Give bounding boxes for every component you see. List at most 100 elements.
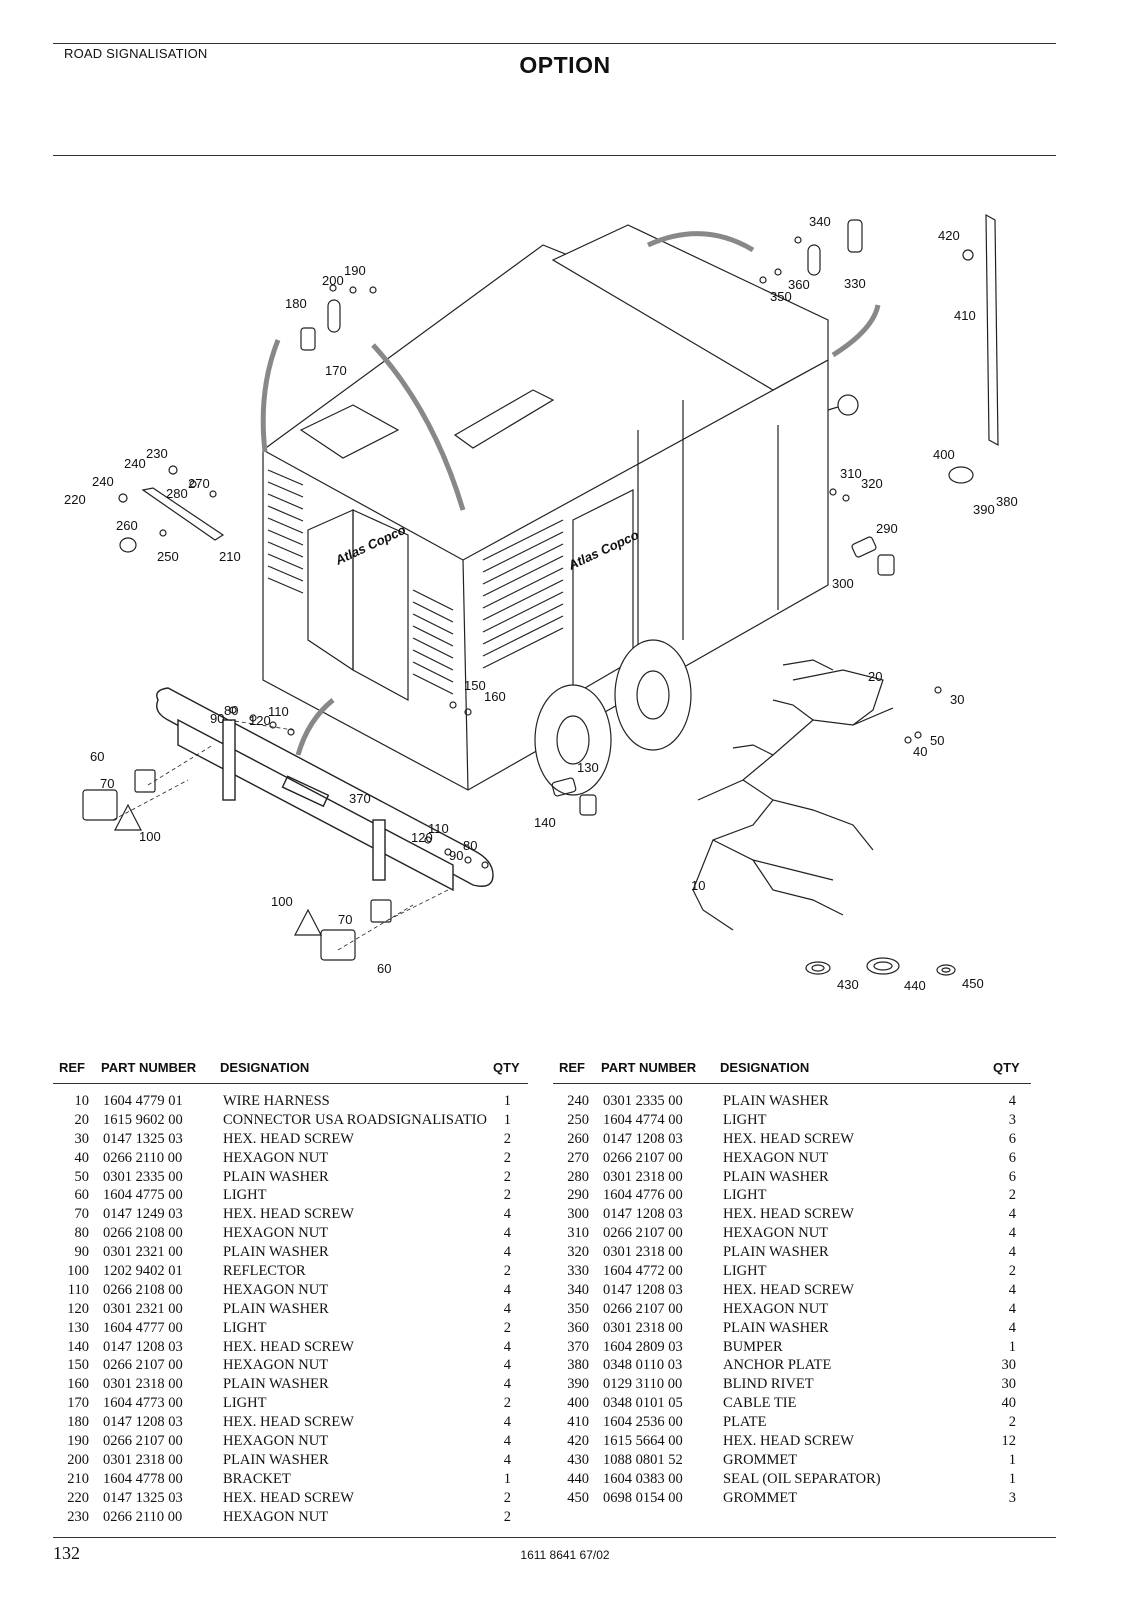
designation-cell: ANCHOR PLATE — [723, 1357, 832, 1374]
ref-cell: 100 — [67, 1263, 89, 1280]
designation-cell: REFLECTOR — [223, 1263, 306, 1280]
callout-30: 30 — [950, 692, 964, 707]
qty-cell: 6 — [1008, 1168, 1016, 1185]
part-number-cell: 0698 0154 00 — [603, 1489, 683, 1506]
qty-cell: 4 — [503, 1281, 511, 1298]
qty-cell: 1 — [503, 1470, 511, 1487]
callout-60b: 60 — [377, 961, 391, 976]
page-title: OPTION — [519, 52, 611, 78]
ref-cell: 290 — [567, 1187, 589, 1204]
designation-cell: BUMPER — [723, 1338, 783, 1355]
designation-cell: HEX. HEAD SCREW — [223, 1489, 354, 1506]
bracket-210 — [141, 487, 225, 541]
ref-cell: 130 — [67, 1319, 89, 1336]
designation-cell: HEXAGON NUT — [723, 1149, 829, 1166]
ref-cell: 230 — [67, 1508, 89, 1525]
qty-cell: 4 — [503, 1225, 511, 1242]
part-number-cell: 0301 2321 00 — [103, 1244, 183, 1261]
designation-cell: SEAL (OIL SEPARATOR) — [723, 1470, 881, 1487]
designation-cell: PLAIN WASHER — [223, 1300, 329, 1317]
qty-cell: 12 — [1001, 1433, 1017, 1450]
callout-220: 220 — [64, 492, 86, 507]
designation-cell: HEX. HEAD SCREW — [723, 1433, 854, 1450]
ref-cell: 340 — [567, 1281, 589, 1298]
callout-70: 70 — [100, 776, 114, 791]
ref-cell: 250 — [567, 1111, 589, 1128]
qty-cell: 4 — [503, 1414, 511, 1431]
designation-cell: HEX. HEAD SCREW — [223, 1130, 354, 1147]
ref-cell: 430 — [567, 1451, 589, 1468]
part-number-cell: 0147 1208 03 — [603, 1281, 683, 1298]
qty-cell: 4 — [503, 1451, 511, 1468]
ref-cell: 120 — [67, 1300, 89, 1317]
part-number-cell: 1615 9602 00 — [103, 1111, 183, 1128]
callout-20: 20 — [868, 669, 882, 684]
page-number: 132 — [53, 1543, 80, 1563]
part-number-cell: 1604 4779 01 — [103, 1093, 183, 1109]
callout-80: 80 — [224, 703, 238, 718]
qty-cell: 3 — [1008, 1111, 1016, 1128]
col-qty-header: QTY — [993, 1060, 1020, 1075]
part-number-cell: 1615 5664 00 — [603, 1433, 683, 1450]
part-number-cell: 0266 2107 00 — [103, 1357, 183, 1374]
wire-harness — [692, 659, 894, 931]
section-heading: ROAD SIGNALISATION — [64, 46, 208, 61]
ref-cell: 330 — [567, 1263, 589, 1280]
callout-400: 400 — [933, 447, 955, 462]
qty-cell: 4 — [503, 1206, 511, 1223]
part-number-cell: 0147 1249 03 — [103, 1206, 183, 1223]
part-number-cell: 0147 1208 03 — [603, 1206, 683, 1223]
qty-cell: 4 — [1008, 1300, 1016, 1317]
qty-cell: 2 — [503, 1168, 511, 1185]
callout-190: 190 — [344, 263, 366, 278]
part-number-cell: 0301 2318 00 — [603, 1319, 683, 1336]
designation-cell: HEXAGON NUT — [223, 1508, 329, 1525]
part-number-cell: 0266 2110 00 — [103, 1149, 183, 1166]
part-number-cell: 0301 2318 00 — [103, 1376, 183, 1393]
ref-cell: 260 — [567, 1130, 589, 1147]
qty-cell: 4 — [503, 1338, 511, 1355]
ref-cell: 20 — [74, 1111, 90, 1128]
col-designation-header: DESIGNATION — [220, 1060, 310, 1075]
lights — [82, 219, 974, 961]
col-part-number-header: PART NUMBER — [101, 1060, 197, 1075]
designation-cell: LIGHT — [223, 1319, 267, 1336]
part-number-cell: 1604 2809 03 — [603, 1338, 683, 1355]
callout-360: 360 — [788, 277, 810, 292]
fasteners — [118, 236, 974, 869]
col-designation-header: DESIGNATION — [720, 1060, 810, 1075]
callout-10: 10 — [691, 878, 705, 893]
ref-cell: 410 — [567, 1414, 589, 1431]
designation-cell: PLAIN WASHER — [223, 1451, 329, 1468]
qty-cell: 2 — [503, 1130, 511, 1147]
col-ref-header: REF — [559, 1060, 585, 1075]
callout-110: 110 — [268, 704, 289, 719]
part-number-cell: 1088 0801 52 — [603, 1451, 683, 1468]
leader-lines — [112, 719, 449, 951]
callout-380: 380 — [996, 494, 1018, 509]
designation-cell: LIGHT — [723, 1263, 767, 1280]
callout-200: 200 — [322, 273, 344, 288]
part-number-cell: 0266 2107 00 — [603, 1225, 683, 1242]
part-number-cell: 0147 1208 03 — [103, 1338, 183, 1355]
qty-cell: 4 — [1008, 1319, 1016, 1336]
bumper — [156, 687, 494, 892]
designation-cell: HEXAGON NUT — [723, 1225, 829, 1242]
